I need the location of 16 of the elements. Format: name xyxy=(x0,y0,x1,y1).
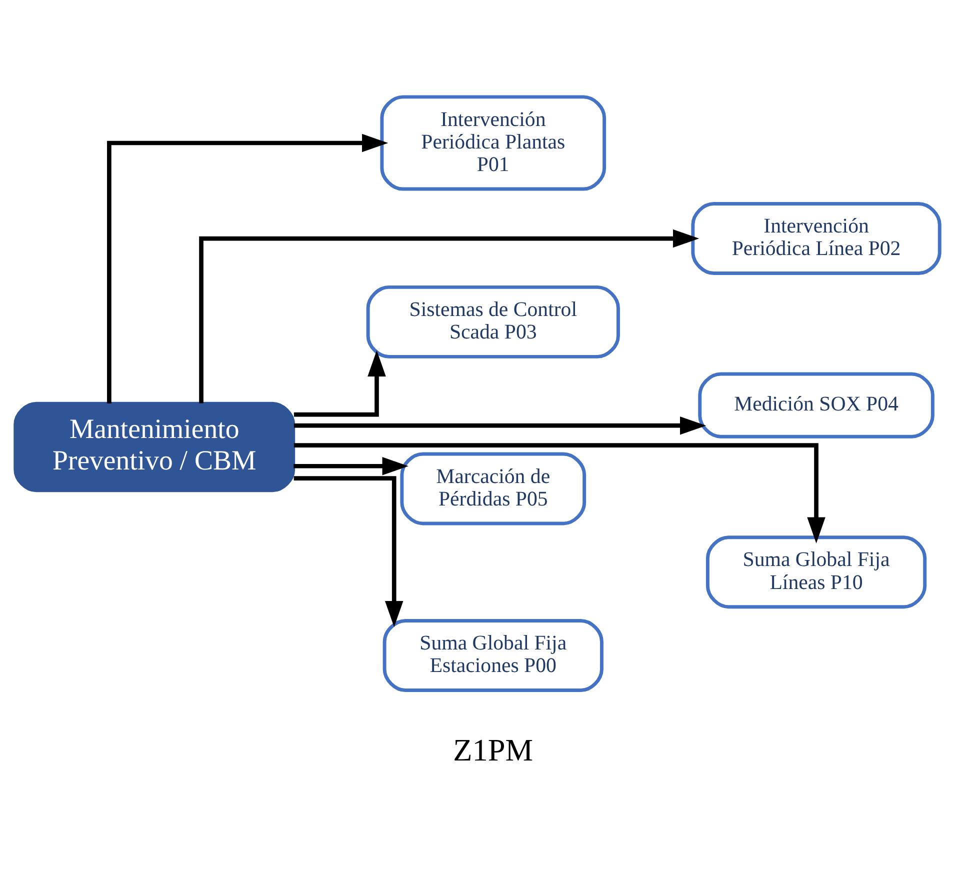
node-box: Suma Global Fija Líneas P10 xyxy=(706,536,927,609)
arrow xyxy=(294,456,408,476)
arrow xyxy=(199,229,700,404)
node-box: Intervención Periódica Línea P02 xyxy=(691,202,942,276)
arrow xyxy=(294,350,386,417)
arrow xyxy=(107,134,388,404)
node-box: Intervención Periódica Plantas P01 xyxy=(380,95,606,191)
node-box: Suma Global Fija Estaciones P00 xyxy=(382,619,604,692)
arrow xyxy=(294,476,404,628)
arrow xyxy=(294,416,706,435)
node-box: Sistemas de Control Scada P03 xyxy=(366,285,620,358)
arrow xyxy=(294,443,826,544)
node-box: Marcación de Pérdidas P05 xyxy=(400,452,586,526)
node-box: Mantenimiento Preventivo / CBM xyxy=(14,402,296,492)
node-box: Medición SOX P04 xyxy=(698,372,934,438)
label: Z1PM xyxy=(453,732,534,768)
